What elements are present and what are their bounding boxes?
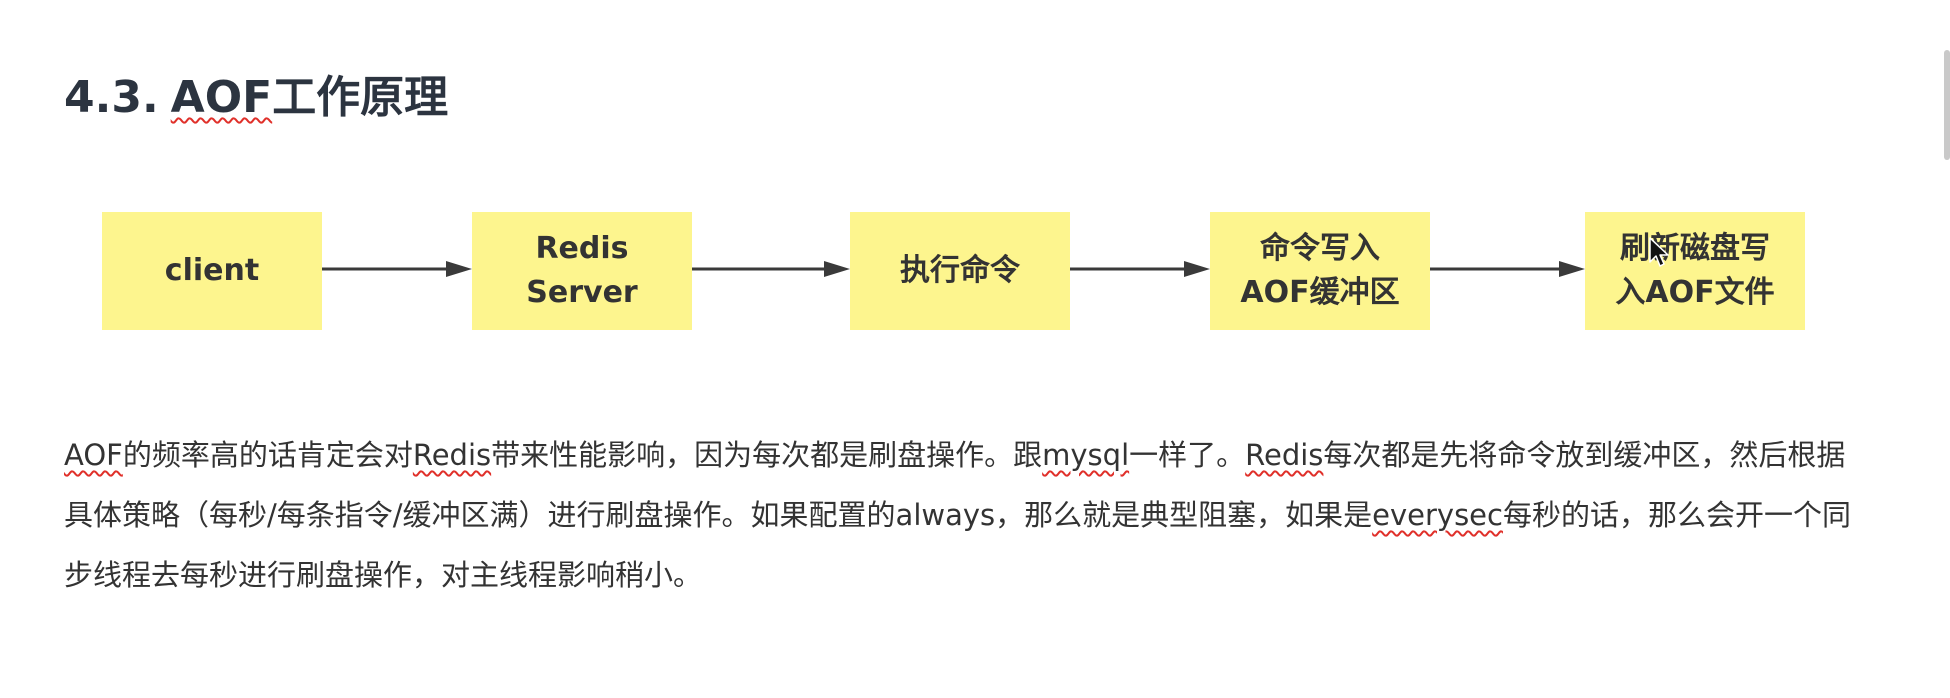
arrow-2: [692, 261, 850, 277]
term-everysec: everysec: [1372, 498, 1503, 532]
text-segment: 带来性能影响，因为每次都是刷盘操作。跟: [491, 438, 1043, 472]
step-label-line2: AOF缓冲区: [1240, 275, 1400, 310]
section-heading: 4.3.AOF工作原理: [64, 72, 448, 125]
flow-step-write-buffer: 命令写入 AOF缓冲区: [1210, 212, 1430, 330]
description-paragraph: AOF的频率高的话肯定会对Redis带来性能影响，因为每次都是刷盘操作。跟mys…: [64, 425, 1874, 605]
flow-step-client: client: [102, 212, 322, 330]
step-label-line1: Redis: [535, 231, 629, 266]
step-label: client: [164, 253, 260, 288]
step-label-line2: 入AOF文件: [1615, 275, 1775, 310]
text-segment: 的频率高的话肯定会对: [122, 438, 413, 472]
text-segment: 每次都是先将命令放到缓冲区，然后根据具体策略（每秒/每条指令/缓冲区满）进行刷盘…: [64, 438, 1846, 532]
step-label-line1: 刷新磁盘写: [1620, 231, 1770, 266]
flow-step-flush-disk: 刷新磁盘写 入AOF文件: [1585, 212, 1805, 330]
arrow-4: [1430, 261, 1585, 277]
heading-title: 工作原理: [272, 72, 449, 123]
step-label-line2: Server: [526, 275, 638, 310]
step-label: 执行命令: [900, 253, 1020, 288]
flow-step-redis-server: Redis Server: [472, 212, 692, 330]
mouse-pointer-icon: [1648, 236, 1670, 272]
section-number: 4.3.: [64, 72, 159, 123]
step-label-line1: 命令写入: [1260, 231, 1380, 266]
term-redis: Redis: [1245, 438, 1324, 472]
text-segment: 每秒的话，那么会开一个同步线程去每秒进行刷盘操作，对主线程影响稍小。: [64, 498, 1851, 592]
heading-aof: AOF: [170, 72, 273, 123]
arrow-1: [322, 261, 472, 277]
flow-step-execute-command: 执行命令: [850, 212, 1070, 330]
term-redis: Redis: [412, 438, 492, 472]
text-segment: 一样了。: [1129, 438, 1246, 472]
vertical-scrollbar[interactable]: [1944, 50, 1950, 160]
term-aof: AOF: [64, 438, 123, 472]
arrow-3: [1070, 261, 1210, 277]
term-mysql: mysql: [1042, 438, 1130, 472]
